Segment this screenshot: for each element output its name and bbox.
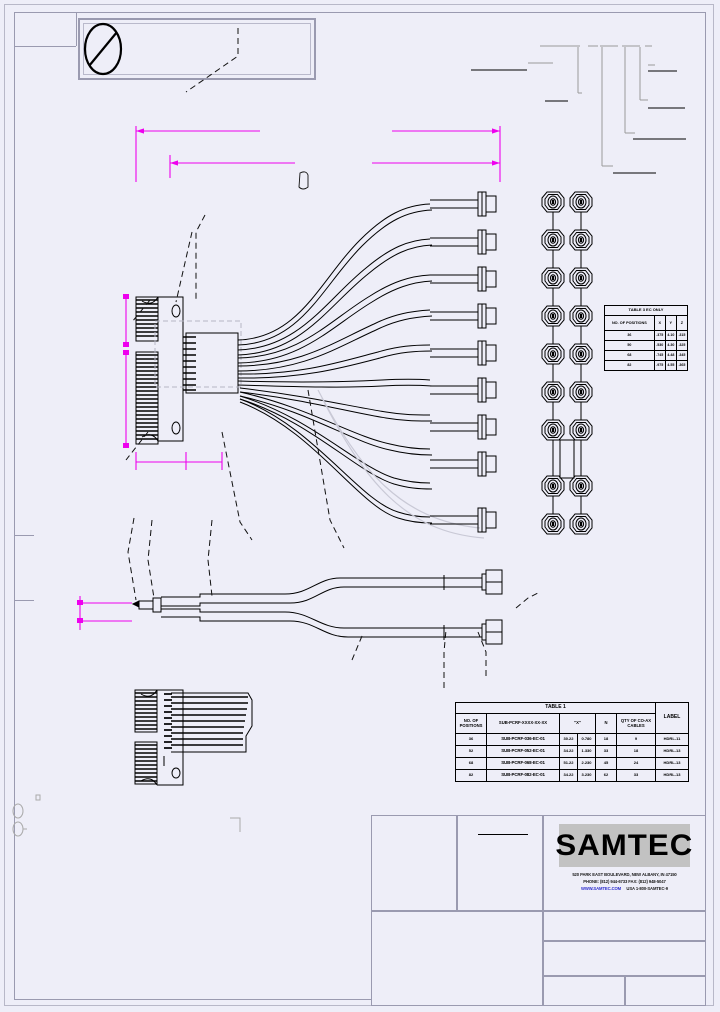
table1-col-qty: QTY OF CO-AX CABLES: [616, 713, 656, 734]
table3-r3-z: .365: [675, 360, 689, 371]
title-block-scale-cell: [543, 976, 625, 1006]
table-3-ec-only: TABLE 3 EC ONLY NO. OF POSITIONS X Y Z 3…: [604, 305, 689, 371]
table3-r1-x: .530: [653, 340, 666, 351]
table1-r0-label: HDRL-11: [655, 733, 689, 746]
table1-title: TABLE 1: [455, 702, 656, 714]
table1-r1-n: 33: [595, 745, 617, 758]
table1-r2-x1: 51.22: [559, 757, 578, 770]
table-row: 50 .530 4.30 .325: [604, 340, 689, 351]
table1-r2-label: HDRL-13: [655, 757, 689, 770]
table1-r2-n: 45: [595, 757, 617, 770]
table3-r1-positions: 50: [604, 340, 655, 351]
table1-r3-n: 62: [595, 769, 617, 782]
zone-divider-top: [14, 46, 76, 47]
title-block-rule: [478, 834, 528, 835]
table-row: 36 .375 4.10 .315: [604, 330, 689, 341]
table1-col-positions: NO. OF POSITIONS: [455, 713, 487, 734]
title-block-mid-cell: [457, 815, 543, 911]
table1-r2-part: SUB-PCRF-068-EC-01: [486, 757, 560, 770]
table1-r1-label: HDRL-13: [655, 745, 689, 758]
table-row: 82 .975 4.55 .365: [604, 360, 689, 371]
company-address-line2: PHONE: (812) 944-6733 FAX: (812) 948-504…: [583, 879, 666, 884]
table1-r0-positions: 36: [455, 733, 487, 746]
table3-col-z: Z: [675, 315, 689, 331]
table1-r2-qty: 24: [616, 757, 656, 770]
table1-r0-x2: 0.780: [577, 733, 596, 746]
table1-r1-part: SUB-PCRF-052-EC-01: [486, 745, 560, 758]
table1-r1-qty: 18: [616, 745, 656, 758]
samtec-logo: SAMTEC: [556, 824, 692, 867]
company-website[interactable]: WWW.SAMTEC.COM: [581, 886, 622, 891]
table3-r2-y: 4.48: [664, 350, 677, 361]
table1-r1-positions: 52: [455, 745, 487, 758]
title-block-notes-cell: [371, 911, 543, 1006]
drawing-header-box: [78, 18, 316, 80]
title-block-description-cell: [543, 941, 706, 976]
table1-r3-label: HDRL-13: [655, 769, 689, 782]
table3-r0-y: 4.10: [664, 330, 677, 341]
table1-r3-x1: 34.22: [559, 769, 578, 782]
table3-col-positions: NO. OF POSITIONS: [604, 315, 655, 331]
table1-r0-x1: 30.22: [559, 733, 578, 746]
samtec-logo-text: SAMTEC: [555, 828, 694, 862]
table-row: 52 SUB-PCRF-052-EC-01 34.22 1.330 33 18 …: [455, 745, 689, 758]
company-address-line3: WWW.SAMTEC.COM USA 1-800-SAMTEC-9: [544, 886, 705, 891]
title-block-part-number-cell: [543, 911, 706, 941]
zone-divider-3: [14, 12, 15, 1000]
table1-col-n: N: [595, 713, 617, 734]
table3-r0-positions: 36: [604, 330, 655, 341]
table3-r3-x: .975: [653, 360, 666, 371]
table3-r2-positions: 68: [604, 350, 655, 361]
table1-r3-qty: 33: [616, 769, 656, 782]
title-block-left-cell: [371, 815, 457, 911]
table3-r2-z: .345: [675, 350, 689, 361]
table3-r1-y: 4.30: [664, 340, 677, 351]
table-row: 82 SUB-PCRF-082-EC-01 34.22 3.230 62 33 …: [455, 769, 689, 782]
table-row: 36 SUB-PCRF-036-EC-01 30.22 0.780 18 9 H…: [455, 733, 689, 746]
table1-r3-positions: 82: [455, 769, 487, 782]
table1-r0-part: SUB-PCRF-036-EC-01: [486, 733, 560, 746]
table-row: 68 SUB-PCRF-068-EC-01 51.22 2.230 45 24 …: [455, 757, 689, 770]
table3-col-x: X: [653, 315, 666, 331]
table1-r3-part: SUB-PCRF-082-EC-01: [486, 769, 560, 782]
table3-r1-z: .325: [675, 340, 689, 351]
company-logo-block: SAMTEC 520 PARK EAST BOULEVARD, NEW ALBA…: [543, 815, 706, 911]
table1-r2-positions: 68: [455, 757, 487, 770]
zone-divider-2: [14, 600, 34, 601]
table-1: TABLE 1 LABEL NO. OF POSITIONS SUB-PCRF-…: [455, 702, 689, 782]
table3-r3-positions: 82: [604, 360, 655, 371]
table3-col-y: Y: [664, 315, 677, 331]
zone-divider-1: [14, 535, 34, 536]
table-row: 68 .745 4.48 .345: [604, 350, 689, 361]
table1-r3-x2: 3.230: [577, 769, 596, 782]
table3-r3-y: 4.55: [664, 360, 677, 371]
table1-r0-n: 18: [595, 733, 617, 746]
zone-divider-top2: [76, 12, 77, 46]
company-phone-toll-free: USA 1-800-SAMTEC-9: [626, 886, 668, 891]
sheet-outer-border: [4, 4, 714, 1006]
table1-col-label: LABEL: [655, 702, 689, 734]
table3-r0-z: .315: [675, 330, 689, 341]
table1-r0-qty: 9: [616, 733, 656, 746]
drawing-header-box-inner: [83, 23, 311, 75]
table1-r1-x2: 1.330: [577, 745, 596, 758]
table1-col-part: SUB-PCRF-XXXX-XX-XX: [486, 713, 560, 734]
table1-r1-x1: 34.22: [559, 745, 578, 758]
table3-r2-x: .745: [653, 350, 666, 361]
table1-r2-x2: 2.230: [577, 757, 596, 770]
title-block-sheet-cell: [625, 976, 706, 1006]
table1-col-x: "X": [559, 713, 596, 734]
company-address-line1: 520 PARK EAST BOULEVARD, NEW ALBANY, IN …: [572, 872, 677, 877]
table3-title: TABLE 3 EC ONLY: [604, 305, 688, 316]
table3-r0-x: .375: [653, 330, 666, 341]
